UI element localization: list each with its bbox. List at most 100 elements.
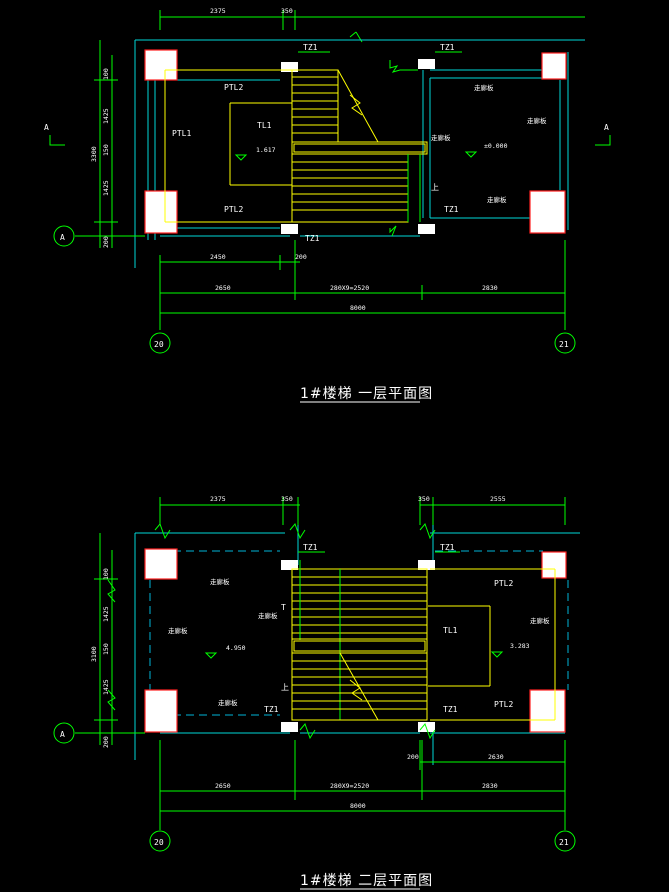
top-dimension-line: 2375 350 350 2555 xyxy=(159,495,566,525)
column xyxy=(281,722,298,732)
elevation-text: 3.283 xyxy=(510,642,530,650)
ptl2-label: PTL2 xyxy=(224,205,243,214)
dim-text: 2375 xyxy=(210,7,226,15)
elevation-marker xyxy=(490,651,504,658)
top-dimension-line: 2375 350 xyxy=(159,7,585,43)
note-text: 走廊板 xyxy=(431,133,451,142)
bottom-dimension-lines: 200 2630 2650 280X9=2520 2830 8000 xyxy=(159,740,566,830)
break-lines xyxy=(389,60,418,237)
dim-text: 3100 xyxy=(90,646,98,662)
column xyxy=(281,560,298,570)
dim-text: 8000 xyxy=(350,304,366,312)
dim-text: 1425 xyxy=(102,606,110,622)
plan-floor-2: 2375 350 350 2555 xyxy=(53,495,580,890)
dim-text: 2830 xyxy=(482,782,498,790)
stair-landing xyxy=(291,141,428,155)
column xyxy=(144,190,178,234)
grid-column-label: 21 xyxy=(559,838,569,847)
down-arrow-text: T xyxy=(281,603,286,612)
walls xyxy=(134,39,585,268)
dim-text: 200 xyxy=(102,236,110,248)
elevation-text: 1.617 xyxy=(256,146,276,154)
dim-text: 2650 xyxy=(215,284,231,292)
dim-text: 2630 xyxy=(488,753,504,761)
columns xyxy=(144,548,567,733)
ptl1-label: PTL1 xyxy=(172,129,191,138)
side-dimension-line: 100 1425 150 1425 200 3300 xyxy=(90,40,118,248)
tz1-label: TZ1 xyxy=(440,43,455,52)
grid-columns: 20 21 xyxy=(149,830,576,852)
up-arrow-text: 上 xyxy=(281,683,289,692)
column xyxy=(541,551,567,579)
ptl2-label: PTL2 xyxy=(494,700,513,709)
note-text: 走廊板 xyxy=(258,611,278,620)
column xyxy=(418,59,435,69)
column xyxy=(281,224,298,234)
dim-text: 8000 xyxy=(350,802,366,810)
column xyxy=(418,560,435,570)
section-marks: A A xyxy=(44,123,611,146)
break-lines xyxy=(154,523,436,740)
column xyxy=(541,52,567,80)
stair-flight-lower xyxy=(291,153,421,223)
tl1-label: TL1 xyxy=(443,626,458,635)
grid-column-label: 21 xyxy=(559,340,569,349)
note-text: 走廊板 xyxy=(530,616,550,625)
elevation-text: 4.950 xyxy=(226,644,246,652)
dim-text: 350 xyxy=(281,495,293,503)
tz1-label: TZ1 xyxy=(444,205,459,214)
dim-text: 2555 xyxy=(490,495,506,503)
tz1-label: TZ1 xyxy=(264,705,279,714)
dim-text: 150 xyxy=(102,643,110,655)
dim-text: 150 xyxy=(102,144,110,156)
tl1-label: TL1 xyxy=(257,121,272,130)
stair-flight-upper xyxy=(291,69,379,143)
grid-axis-a: A xyxy=(53,722,145,744)
up-arrow-text: 上 xyxy=(431,183,439,192)
tz1-label: TZ1 xyxy=(305,234,320,243)
walls xyxy=(134,525,580,765)
dim-text: 100 xyxy=(102,568,110,580)
column xyxy=(418,224,435,234)
dim-text: 350 xyxy=(418,495,430,503)
column xyxy=(144,689,178,733)
column xyxy=(144,548,178,580)
column xyxy=(529,689,566,733)
columns xyxy=(144,49,567,234)
section-mark-label: A xyxy=(604,123,609,132)
dim-text: 1425 xyxy=(102,180,110,196)
side-dimension-line: 100 1425 150 1425 200 3100 xyxy=(90,533,118,748)
elevation-marker xyxy=(464,151,478,158)
dim-text: 200 xyxy=(102,736,110,748)
elevation-text: ±0.000 xyxy=(484,142,508,150)
elevation-marker xyxy=(204,652,218,659)
tz1-label: TZ1 xyxy=(443,705,458,714)
dim-text: 1425 xyxy=(102,108,110,124)
dim-text: 200 xyxy=(295,253,307,261)
dim-text: 350 xyxy=(281,7,293,15)
plan-floor-1: 2375 350 xyxy=(44,7,611,403)
note-text: 走廊板 xyxy=(474,83,494,92)
bottom-dimension-lines: 2450 200 2650 280X9=2520 2830 8000 xyxy=(159,240,566,330)
dim-text: 1425 xyxy=(102,679,110,695)
grid-axis-label: A xyxy=(60,730,65,739)
stair-flight-upper xyxy=(291,560,428,720)
dim-text: 3300 xyxy=(90,146,98,162)
column xyxy=(281,62,298,72)
tz1-label: TZ1 xyxy=(440,543,455,552)
dim-text: 280X9=2520 xyxy=(330,284,369,292)
tz1-label: TZ1 xyxy=(303,43,318,52)
grid-columns: 20 21 xyxy=(149,332,576,354)
annotations: TZ1 TZ1 TZ1 TZ1 PTL2 PTL2 TL1 4.950 3.28… xyxy=(168,543,550,714)
stair-landing xyxy=(291,638,428,654)
grid-column-label: 20 xyxy=(154,838,164,847)
grid-column-label: 20 xyxy=(154,340,164,349)
beams xyxy=(164,69,295,223)
dim-text: 280X9=2520 xyxy=(330,782,369,790)
column xyxy=(144,49,178,81)
plan-title: 1#楼梯 一层平面图 xyxy=(300,386,433,402)
note-text: 走廊板 xyxy=(210,577,230,586)
grid-axis-label: A xyxy=(60,233,65,242)
ptl2-label: PTL2 xyxy=(494,579,513,588)
